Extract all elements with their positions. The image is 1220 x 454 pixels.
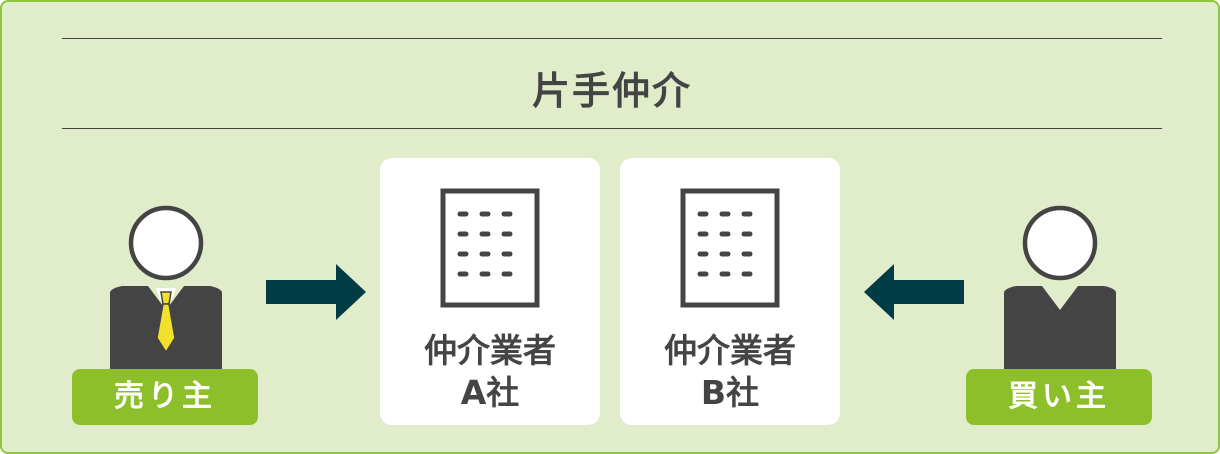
- agent-b-line2: B社: [700, 373, 760, 412]
- agent-b-card: 仲介業者 B社: [620, 158, 840, 425]
- title-bottom-rule: [62, 128, 1162, 129]
- building-icon: [440, 188, 540, 308]
- diagram-title: 片手仲介: [531, 69, 692, 113]
- buyer-person-icon: [1004, 205, 1116, 370]
- building-icon: [680, 188, 780, 308]
- agent-b-line1: 仲介業者: [664, 331, 796, 370]
- agent-a-card: 仲介業者 A社: [380, 158, 600, 425]
- agent-b-label: 仲介業者 B社: [620, 330, 840, 414]
- arrow-left-icon: [864, 264, 964, 320]
- seller-person-icon: [110, 205, 222, 370]
- agent-a-label: 仲介業者 A社: [380, 330, 600, 414]
- buyer-badge: 買い主: [966, 369, 1152, 425]
- arrow-right-icon: [266, 264, 366, 320]
- seller-badge: 売り主: [72, 369, 258, 425]
- agent-a-line2: A社: [460, 373, 520, 412]
- agent-a-line1: 仲介業者: [424, 331, 556, 370]
- title-top-rule: [62, 38, 1162, 39]
